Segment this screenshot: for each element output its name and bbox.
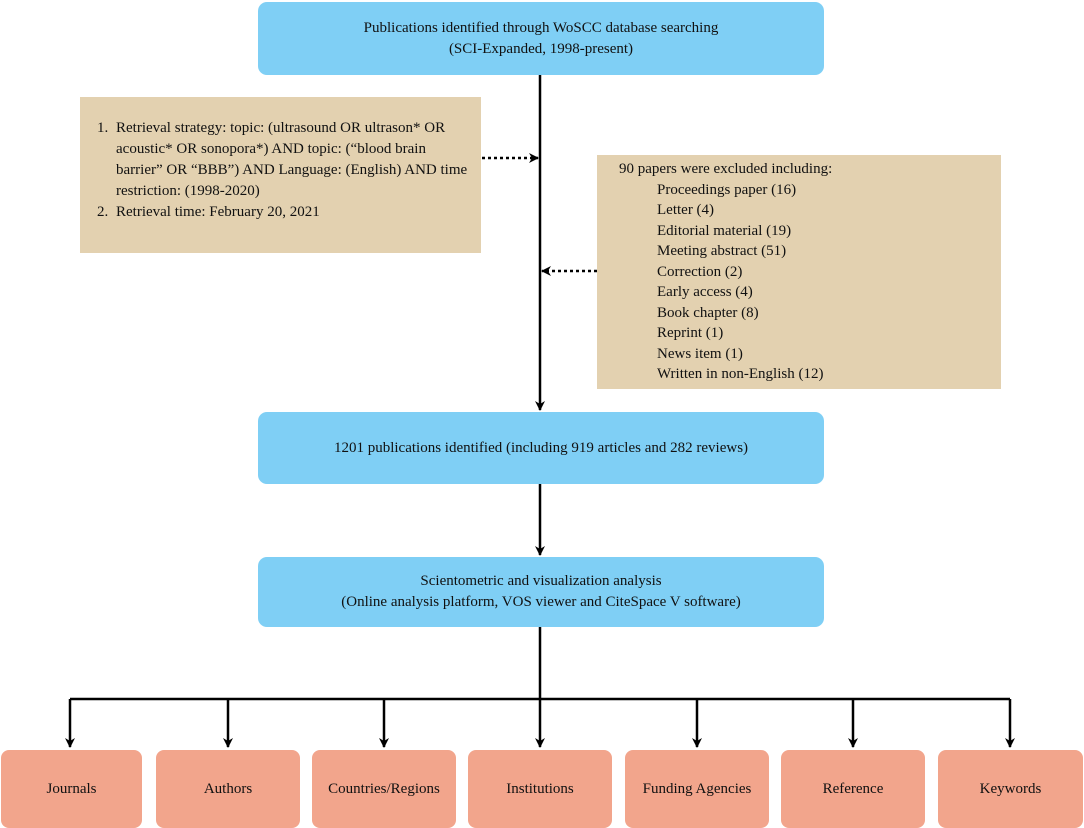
search-box-line2: (SCI-Expanded, 1998-present) bbox=[448, 40, 634, 57]
excluded-item: Book chapter (8) bbox=[657, 304, 759, 321]
output-journals: Journals bbox=[1, 750, 142, 828]
output-label: Authors bbox=[203, 780, 253, 797]
search-box: Publications identified through WoSCC da… bbox=[258, 2, 824, 75]
strategy-box: Retrieval strategy: topic: (ultrasound O… bbox=[80, 97, 481, 253]
output-label: Journals bbox=[46, 780, 97, 797]
analysis-line2: (Online analysis platform, VOS viewer an… bbox=[341, 594, 741, 610]
output-reference: Reference bbox=[781, 750, 925, 828]
output-label: Reference bbox=[822, 780, 884, 797]
excluded-box: 90 papers were excluded including: Proce… bbox=[597, 155, 1001, 389]
excluded-item: Letter (4) bbox=[657, 202, 715, 218]
excluded-item: Reprint (1) bbox=[657, 325, 724, 341]
excluded-item: News item (1) bbox=[657, 345, 743, 362]
output-label: Funding Agencies bbox=[642, 780, 752, 797]
output-funding-agencies: Funding Agencies bbox=[625, 750, 769, 828]
strategy-item: Retrieval time: February 20, 2021 bbox=[112, 202, 473, 223]
excluded-item: Proceedings paper (16) bbox=[657, 181, 797, 198]
analysis-box: Scientometric and visualization analysis… bbox=[258, 557, 824, 627]
strategy-item: Retrieval strategy: topic: (ultrasound O… bbox=[112, 118, 473, 202]
excluded-item: Meeting abstract (51) bbox=[657, 243, 787, 259]
excluded-item: Correction (2) bbox=[657, 263, 743, 280]
output-label: Keywords bbox=[979, 780, 1042, 797]
output-institutions: Institutions bbox=[468, 750, 612, 828]
analysis-line1: Scientometric and visualization analysis bbox=[420, 573, 662, 589]
excluded-item: Written in non-English (12) bbox=[657, 366, 824, 382]
excluded-item: Editorial material (19) bbox=[657, 222, 792, 239]
output-label: Institutions bbox=[506, 780, 574, 797]
excluded-header: 90 papers were excluded including: bbox=[619, 161, 833, 177]
output-label: Countries/Regions bbox=[328, 780, 440, 797]
output-countries-regions: Countries/Regions bbox=[312, 750, 456, 828]
excluded-item: Early access (4) bbox=[657, 284, 753, 300]
identified-text: 1201 publications identified (including … bbox=[333, 439, 749, 456]
search-box-line1: Publications identified through WoSCC da… bbox=[363, 19, 719, 36]
output-keywords: Keywords bbox=[938, 750, 1083, 828]
identified-box: 1201 publications identified (including … bbox=[258, 412, 824, 484]
strategy-list: Retrieval strategy: topic: (ultrasound O… bbox=[92, 118, 473, 223]
output-authors: Authors bbox=[156, 750, 300, 828]
